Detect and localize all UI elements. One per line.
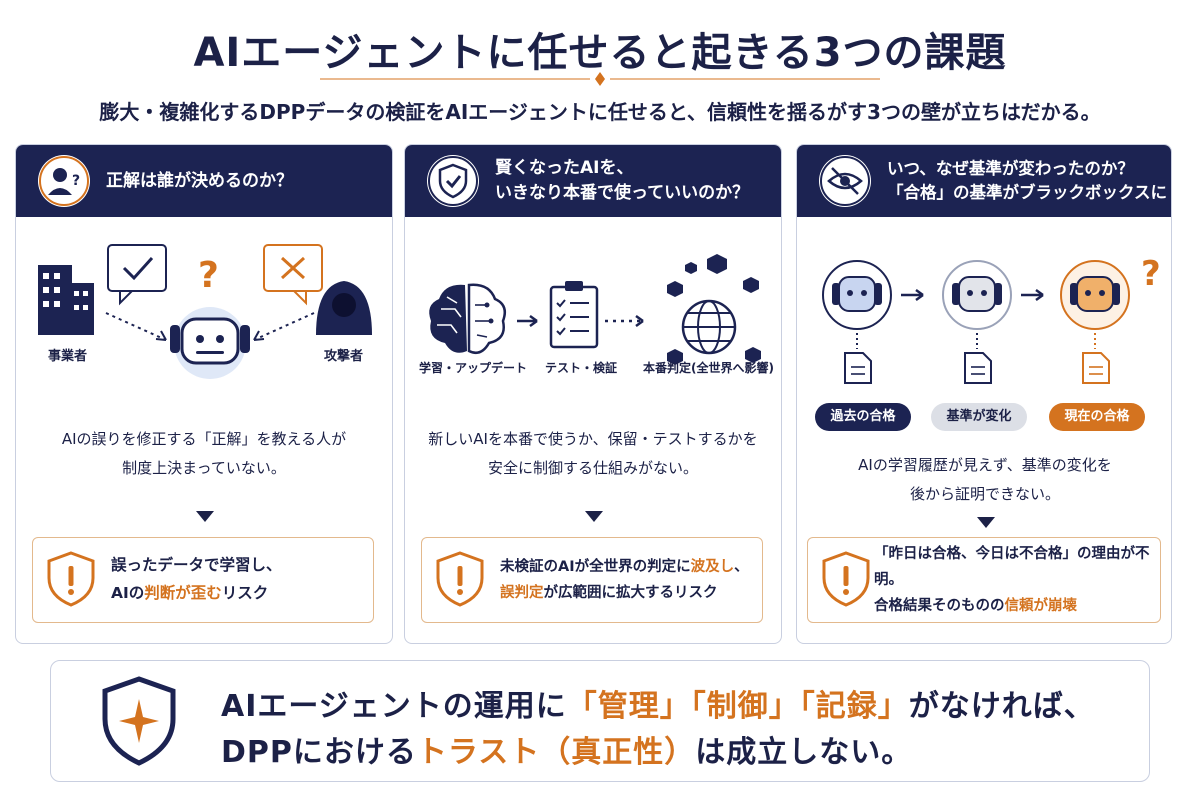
panel-heading: いきなり本番で使っていいのか？ bbox=[495, 183, 750, 203]
risk-highlight: 誤判定 bbox=[500, 585, 544, 601]
page-subtitle: 膨大・複雑化するDPPデータの検証をAIエージェントに任せると、信頼性を揺るがす… bbox=[99, 100, 1101, 124]
user-question-icon: ? bbox=[38, 155, 90, 207]
conclusion-box: AIエージェントの運用に「管理」「制御」「記録」がなければ、 DPPにおけるトラ… bbox=[50, 660, 1150, 782]
panel-header: いつ、なぜ基準が変わったのか？ 「合格」の基準がブラックボックスに bbox=[797, 145, 1171, 217]
label-production: 本番判定(全世界へ影響) bbox=[643, 361, 774, 375]
risk-text: リスク bbox=[221, 584, 269, 602]
panel-who-decides: ? 正解は誰が決めるのか？ ? bbox=[15, 144, 393, 644]
conclusion-highlight: トラスト（真正性） bbox=[416, 735, 696, 770]
checklist-icon bbox=[549, 281, 599, 349]
svg-text:?: ? bbox=[72, 173, 80, 189]
robot-past-icon bbox=[822, 260, 892, 330]
page-title: AIエージェントに任せると起きる3つの課題 bbox=[193, 30, 1007, 76]
desc-line: 安全に制御する仕組みがない。 bbox=[487, 459, 698, 478]
warning-shield-icon bbox=[47, 551, 95, 607]
risk-text: 、 bbox=[734, 558, 749, 575]
label-attacker: 攻撃者 bbox=[324, 349, 364, 364]
conclusion-text: は成立しない。 bbox=[695, 735, 913, 770]
robot-icon bbox=[170, 307, 250, 379]
desc-line: AIの誤りを修正する「正解」を教える人が bbox=[61, 430, 347, 448]
panel-criteria-blackbox: いつ、なぜ基準が変わったのか？ 「合格」の基準がブラックボックスに bbox=[796, 144, 1172, 644]
risk-text: 合格結果そのものの bbox=[874, 598, 1005, 615]
risk-text: AIの bbox=[111, 584, 145, 602]
check-bubble-icon bbox=[107, 244, 167, 306]
panel-header: ? 正解は誰が決めるのか？ bbox=[16, 145, 392, 217]
panel-heading: いつ、なぜ基準が変わったのか？ bbox=[887, 159, 1134, 179]
warning-shield-icon bbox=[436, 551, 484, 607]
panel-description: AIの学習履歴が見えず、基準の変化を 後から証明できない。 bbox=[807, 451, 1163, 510]
title-divider bbox=[320, 72, 880, 86]
panel-heading: 「合格」の基準がブラックボックスに bbox=[887, 183, 1168, 202]
robot-current-icon bbox=[1060, 260, 1130, 330]
conclusion-text: AIエージェントの運用に bbox=[221, 689, 567, 724]
down-arrow-icon bbox=[585, 511, 603, 522]
risk-highlight: 判断が歪む bbox=[144, 584, 222, 602]
risk-line: 誤判定が広範囲に拡大するリスク bbox=[500, 580, 754, 606]
warning-shield-icon bbox=[822, 551, 870, 607]
panel-heading: 正解は誰が決めるのか？ bbox=[106, 170, 293, 191]
risk-line: 合格結果そのものの信頼が崩壊 bbox=[874, 593, 1152, 619]
pill-criteria-change: 基準が変化 bbox=[931, 403, 1027, 431]
conclusion-line-2: DPPにおけるトラスト（真正性）は成立しない。 bbox=[221, 727, 912, 771]
desc-line: 後から証明できない。 bbox=[909, 485, 1060, 504]
conclusion-text: DPPにおける bbox=[221, 735, 417, 770]
conclusion-line-1: AIエージェントの運用に「管理」「制御」「記録」がなければ、 bbox=[221, 681, 1095, 725]
question-mark-icon: ? bbox=[1141, 254, 1161, 294]
risk-text: 未検証のAIが全世界の判定に bbox=[500, 558, 691, 575]
desc-line: 新しいAIを本番で使うか、保留・テストするかを bbox=[428, 430, 758, 448]
label-business: 事業者 bbox=[48, 349, 88, 364]
eye-slash-icon bbox=[819, 155, 871, 207]
risk-line: 未検証のAIが全世界の判定に波及し、 bbox=[500, 554, 754, 580]
panel-description: AIの誤りを修正する「正解」を教える人が 制度上決まっていない。 bbox=[26, 425, 382, 484]
panel2-illustration bbox=[429, 254, 761, 365]
shield-check-icon bbox=[427, 155, 479, 207]
pill-current-pass: 現在の合格 bbox=[1049, 403, 1145, 431]
label-test: テスト・検証 bbox=[545, 361, 618, 375]
panel-production-use: 賢くなったAIを、 いきなり本番で使っていいのか？ bbox=[404, 144, 782, 644]
risk-text: が広範囲に拡大するリスク bbox=[543, 585, 718, 601]
risk-line: 「昨日は合格、今日は不合格」の理由が不明。 bbox=[874, 545, 1150, 588]
down-arrow-icon bbox=[196, 511, 214, 522]
label-learn: 学習・アップデート bbox=[419, 361, 528, 375]
desc-line: AIの学習履歴が見えず、基準の変化を bbox=[858, 456, 1112, 474]
risk-box: 未検証のAIが全世界の判定に波及し、 誤判定が広範囲に拡大するリスク bbox=[421, 537, 763, 623]
document-icon bbox=[1082, 352, 1110, 384]
star-shield-icon bbox=[102, 676, 176, 766]
down-arrow-icon bbox=[977, 517, 995, 528]
panel3-illustration: ? bbox=[822, 254, 1161, 384]
conclusion-text: がなければ、 bbox=[908, 689, 1095, 724]
panel-description: 新しいAIを本番で使うか、保留・テストするかを 安全に制御する仕組みがない。 bbox=[415, 425, 771, 484]
pill-past-pass: 過去の合格 bbox=[815, 403, 911, 431]
cross-bubble-icon bbox=[263, 244, 323, 306]
cube-icons bbox=[667, 254, 761, 365]
risk-line: AIの判断が歪むリスク bbox=[111, 580, 365, 608]
risk-highlight: 波及し bbox=[690, 558, 735, 575]
desc-line: 制度上決まっていない。 bbox=[122, 459, 286, 478]
risk-highlight: 信頼が崩壊 bbox=[1004, 598, 1078, 615]
panel-header: 賢くなったAIを、 いきなり本番で使っていいのか？ bbox=[405, 145, 781, 217]
risk-line: 誤ったデータで学習し、 bbox=[111, 556, 282, 575]
conclusion-highlight: 「管理」「制御」「記録」 bbox=[566, 689, 909, 724]
risk-box: 誤ったデータで学習し、 AIの判断が歪むリスク bbox=[32, 537, 374, 623]
brain-icon bbox=[429, 283, 506, 354]
risk-box: 「昨日は合格、今日は不合格」の理由が不明。 合格結果そのものの信頼が崩壊 bbox=[807, 537, 1161, 623]
building-icon bbox=[38, 265, 94, 335]
question-mark-icon: ? bbox=[198, 255, 219, 296]
globe-icon bbox=[681, 299, 737, 355]
hacker-icon bbox=[316, 281, 372, 335]
robot-changing-icon bbox=[942, 260, 1012, 330]
panel1-illustration: ? bbox=[38, 244, 372, 379]
panel-heading: 賢くなったAIを、 bbox=[495, 158, 634, 179]
document-icon bbox=[844, 352, 992, 384]
